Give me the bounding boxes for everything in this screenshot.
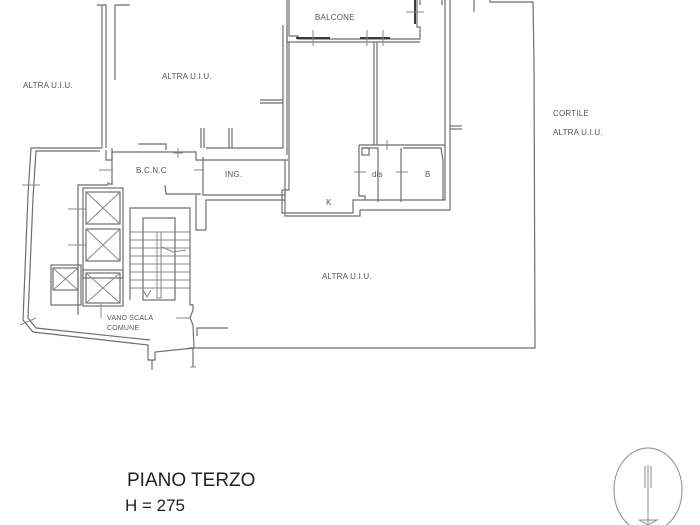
walls-apartment xyxy=(281,0,462,217)
walls-bcnc-ing xyxy=(77,148,288,315)
room-label-bcnc: B.C.N.C xyxy=(136,166,167,175)
north-arrow-icon xyxy=(613,447,683,525)
walls-cortile xyxy=(189,0,536,349)
plan-title: PIANO TERZO xyxy=(127,470,256,491)
walls-outer-left xyxy=(19,147,195,361)
walls-bottom xyxy=(151,348,196,370)
room-label-cortile: CORTILE xyxy=(553,109,589,118)
walls-balcone xyxy=(286,0,443,46)
room-label-altra-uiu-left: ALTRA U.I.U. xyxy=(23,81,73,90)
room-label-vano-scala: VANO SCALA xyxy=(107,315,154,322)
room-label-ing: ING. xyxy=(225,170,243,179)
plan-height-label: H = 275 xyxy=(125,496,186,515)
lift-shafts xyxy=(50,187,124,318)
stairwell xyxy=(129,195,285,349)
walls-upper-unit xyxy=(138,25,288,155)
room-label-comune: COMUNE xyxy=(107,325,140,332)
room-label-cucina: K xyxy=(326,198,332,207)
room-label-cortile-altra-uiu: ALTRA U.I.U. xyxy=(553,128,603,137)
room-label-dis: dis xyxy=(372,170,383,179)
room-label-altra-uiu-top: ALTRA U.I.U. xyxy=(162,72,212,81)
walls-top-left xyxy=(97,4,130,148)
room-label-balcone: BALCONE xyxy=(315,13,355,22)
room-label-bagno: B xyxy=(425,170,431,179)
room-label-altra-uiu-bottom: ALTRA U.I.U. xyxy=(322,272,372,281)
